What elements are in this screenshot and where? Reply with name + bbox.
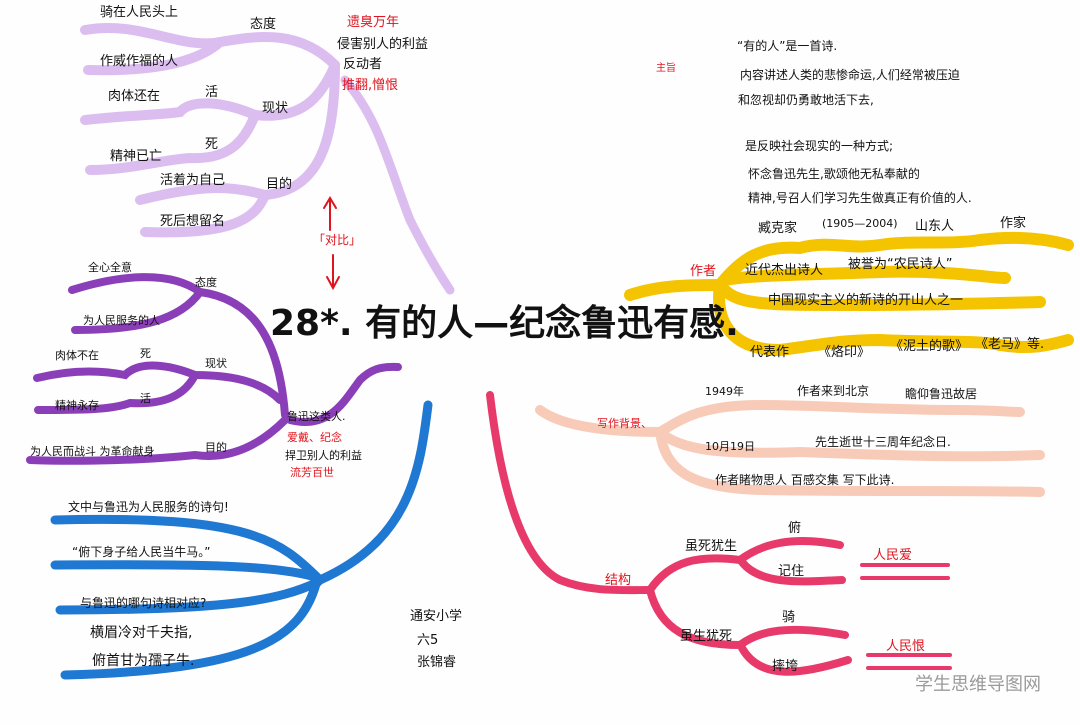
background-wrote: 作者睹物思人 百感交集 写下此诗. bbox=[715, 473, 895, 487]
structure-a-item: 记住 bbox=[778, 564, 805, 579]
neg-die-label: 死 bbox=[205, 137, 219, 152]
poem-line: 文中与鲁迅为人民服务的诗句! bbox=[68, 500, 229, 514]
neg-attitude-label: 态度 bbox=[250, 17, 277, 32]
pos-purpose-item: 为人民而战斗 为革命献身 bbox=[30, 445, 155, 458]
theme-line: 精神,号召人们学习先生做真正有价值的人. bbox=[748, 191, 972, 205]
pos-attitude-item: 全心全意 bbox=[88, 261, 132, 274]
structure-label: 结构 bbox=[605, 573, 632, 588]
background-lines bbox=[535, 399, 1045, 497]
neg-attitude-item: 作威作福的人 bbox=[100, 54, 179, 69]
signature-school: 通安小学 bbox=[410, 609, 463, 624]
pos-note: 流芳百世 bbox=[290, 466, 334, 479]
author-years: (1905—2004) bbox=[822, 217, 898, 230]
neg-purpose-item: 活着为自己 bbox=[160, 173, 226, 188]
contrast-label: 「对比」 bbox=[313, 233, 362, 247]
negative-branch-lines bbox=[80, 22, 455, 295]
author-job: 作家 bbox=[1000, 216, 1027, 231]
neg-purpose-item: 死后想留名 bbox=[160, 214, 226, 229]
pos-live-item: 精神永存 bbox=[55, 399, 99, 412]
theme-line: 怀念鲁迅先生,歌颂他无私奉献的 bbox=[748, 167, 920, 181]
neg-die-item: 精神已亡 bbox=[110, 149, 163, 164]
poem-line: 与鲁迅的哪句诗相对应? bbox=[80, 596, 207, 610]
author-works-label: 代表作 bbox=[750, 345, 790, 360]
pos-note: 捍卫别人的利益 bbox=[285, 449, 362, 462]
author-pioneer: 中国现实主义的新诗的开山人之一 bbox=[768, 293, 964, 308]
background-visit: 瞻仰鲁迅故居 bbox=[905, 387, 978, 401]
positive-branch-lines bbox=[26, 273, 402, 465]
watermark: 学生思维导图网 bbox=[915, 674, 1041, 695]
author-work: 《泥土的歌》 bbox=[890, 339, 969, 354]
theme-line: 内容讲述人类的悲惨命运,人们经常被压迫 bbox=[740, 68, 960, 82]
neg-status-label: 现状 bbox=[262, 101, 289, 116]
pos-die-label: 死 bbox=[140, 347, 151, 360]
structure-a-item: 俯 bbox=[788, 521, 802, 536]
structure-a-label: 虽死犹生 bbox=[685, 539, 738, 554]
structure-lines bbox=[486, 391, 952, 676]
neg-attitude-item: 骑在人民头上 bbox=[100, 5, 179, 20]
author-work: 《烙印》 bbox=[818, 345, 871, 360]
signature-class: 六5 bbox=[417, 633, 439, 648]
author-label: 作者 bbox=[690, 264, 717, 279]
pos-attitude-item: 为人民服务的人 bbox=[83, 314, 160, 327]
theme-line: 是反映社会现实的一种方式; bbox=[745, 139, 894, 153]
structure-a-result: 人民爱 bbox=[873, 548, 913, 563]
neg-note: 遗臭万年 bbox=[347, 15, 400, 30]
page-title: 28*. 有的人—纪念鲁迅有感. bbox=[270, 303, 739, 344]
author-lines bbox=[624, 231, 1074, 357]
structure-b-item: 摔垮 bbox=[772, 659, 799, 674]
pos-live-label: 活 bbox=[140, 392, 151, 405]
theme-label: 主旨 bbox=[656, 63, 676, 74]
author-origin: 山东人 bbox=[915, 219, 955, 234]
poem-line: 横眉冷对千夫指, bbox=[90, 625, 193, 641]
background-label: 写作背景、 bbox=[597, 417, 652, 430]
theme-line: “有的人”是一首诗. bbox=[737, 39, 838, 53]
author-name: 臧克家 bbox=[758, 221, 798, 236]
contrast-arrow bbox=[323, 196, 340, 291]
signature-name: 张锦睿 bbox=[417, 655, 457, 670]
pos-purpose-label: 目的 bbox=[205, 441, 227, 454]
pos-status-label: 现状 bbox=[205, 357, 227, 370]
structure-b-label: 虽生犹死 bbox=[680, 629, 733, 644]
poem-line: “俯下身子给人民当牛马。” bbox=[72, 545, 211, 559]
background-anniv: 先生逝世十三周年纪念日. bbox=[815, 435, 951, 449]
background-year: 1949年 bbox=[705, 385, 744, 398]
neg-note: 推翻,憎恨 bbox=[342, 78, 399, 93]
pos-attitude-label: 态度 bbox=[195, 276, 217, 289]
background-came: 作者来到北京 bbox=[797, 384, 870, 398]
neg-purpose-label: 目的 bbox=[266, 177, 293, 192]
neg-live-label: 活 bbox=[205, 85, 219, 100]
author-title: 被誉为“农民诗人” bbox=[848, 257, 953, 272]
theme-line: 和忽视却仍勇敢地活下去, bbox=[738, 93, 874, 107]
poem-line: 俯首甘为孺子牛. bbox=[92, 653, 195, 669]
neg-live-item: 肉体还在 bbox=[108, 89, 161, 104]
structure-b-result: 人民恨 bbox=[886, 639, 926, 654]
neg-note: 侵害别人的利益 bbox=[337, 37, 429, 52]
structure-b-item: 骑 bbox=[782, 610, 796, 625]
pos-note: 鲁迅这类人. bbox=[287, 410, 346, 423]
pos-note: 爱戴、纪念 bbox=[287, 431, 342, 444]
author-poet: 近代杰出诗人 bbox=[745, 263, 824, 278]
author-work: 《老马》等. bbox=[975, 337, 1045, 352]
neg-note: 反动者 bbox=[343, 57, 383, 72]
pos-die-item: 肉体不在 bbox=[55, 349, 99, 362]
background-date: 10月19日 bbox=[705, 440, 755, 453]
poem-lines bbox=[50, 400, 433, 680]
